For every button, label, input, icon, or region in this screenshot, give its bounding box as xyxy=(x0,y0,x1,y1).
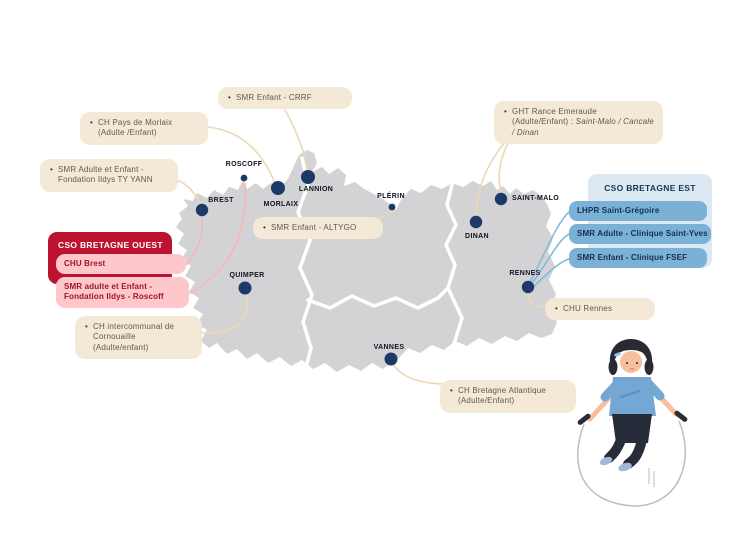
connector-ght-saintmalo xyxy=(498,140,510,194)
blue-connectors xyxy=(528,211,570,290)
city-dot-vannes xyxy=(384,352,398,366)
connector-chubrest-brest xyxy=(185,214,203,266)
panel-ouest-title: CSO BRETAGNE OUEST xyxy=(58,240,163,250)
city-dot-dinan xyxy=(469,215,483,229)
pill-smr-adulte-saint-yves: SMR Adulte - Clinique Saint-Yves xyxy=(569,224,711,244)
city-label-rennes: RENNES xyxy=(509,270,541,277)
city-dot-saintmalo xyxy=(494,192,508,206)
city-dot-rennes xyxy=(521,280,535,294)
connector-churennes-rennes xyxy=(527,291,546,308)
bullet-icon: • xyxy=(228,93,232,102)
callout-text: CH intercommunal de Cornouaille (Adulte/… xyxy=(93,322,175,352)
callout-text: SMR Adulte et Enfant - Fondation Ildys T… xyxy=(58,165,153,185)
pill-lhpr-saint-gregoire: LHPR Saint-Grégoire xyxy=(569,201,707,221)
connector-tyyann-brest xyxy=(176,179,201,205)
callout-chu-rennes: • CHU Rennes xyxy=(545,298,655,321)
connector-rennes-lhpr xyxy=(528,211,570,285)
city-label-vannes: VANNES xyxy=(373,344,405,351)
city-label-plerin: PLÉRIN xyxy=(377,193,405,200)
callout-ch-cornouaille: • CH intercommunal de Cornouaille (Adult… xyxy=(75,316,202,360)
callout-text: GHT Rance Emeraude (Adulte/Enfant) : Sai… xyxy=(512,107,654,138)
connector-ildys-roscoff xyxy=(189,182,247,294)
city-dot-plerin xyxy=(388,203,396,211)
callout-text: CH Pays de Morlaix (Adulte /Enfant) xyxy=(98,118,173,138)
callout-text-italic: Saint-Malo / Cancale / Dinan xyxy=(512,117,654,137)
connector-crrf-lannion xyxy=(284,109,309,172)
callout-ch-bretagne-atlantique: • CH Bretagne Atlantique (Adulte/Enfant) xyxy=(440,380,576,413)
city-dot-roscoff xyxy=(240,174,248,182)
panel-est-title: CSO BRETAGNE EST xyxy=(604,183,696,193)
city-label-dinan: DINAN xyxy=(465,233,489,240)
callout-text: SMR Enfant - ALTYGO xyxy=(271,223,357,232)
bullet-icon: • xyxy=(90,118,94,127)
pill-chu-brest: CHU Brest xyxy=(56,254,186,275)
pink-connectors xyxy=(185,182,247,294)
city-label-roscoff: ROSCOFF xyxy=(225,161,263,168)
bullet-icon: • xyxy=(50,165,54,174)
department-borders xyxy=(296,156,464,369)
city-label-quimper: QUIMPER xyxy=(229,272,265,279)
city-label-saintmalo: SAINT-MALO xyxy=(512,195,560,202)
bullet-icon: • xyxy=(555,304,559,313)
callout-text-normal: GHT Rance Emeraude (Adulte/Enfant) : xyxy=(512,107,597,127)
pill-smr-enfant-fsef: SMR Enfant - Clinique FSEF xyxy=(569,248,707,268)
connector-cornouaille-quimper xyxy=(201,292,248,334)
pill-smr-ildys-roscoff: SMR adulte et Enfant - Fondation Ildys -… xyxy=(56,277,189,308)
jumping-rope-illustration xyxy=(577,339,688,507)
city-label-morlaix: MORLAIX xyxy=(263,201,299,208)
bullet-icon: • xyxy=(85,322,89,331)
connector-altygo-plerin xyxy=(377,209,393,219)
city-dot-brest xyxy=(195,203,209,217)
bullet-icon: • xyxy=(263,223,267,232)
callout-ch-pays-de-morlaix: • CH Pays de Morlaix (Adulte /Enfant) xyxy=(80,112,208,145)
callout-text: CH Bretagne Atlantique (Adulte/Enfant) xyxy=(458,386,547,406)
connector-morlaix-box-dot xyxy=(207,126,276,184)
city-label-brest: BREST xyxy=(208,197,234,204)
connector-ght-dinan xyxy=(475,140,507,217)
callout-smr-ty-yann: • SMR Adulte et Enfant - Fondation Ildys… xyxy=(40,159,178,192)
callout-smr-enfant-altygo: • SMR Enfant - ALTYGO xyxy=(253,217,383,240)
callout-ght-rance-emeraude: • GHT Rance Emeraude (Adulte/Enfant) : S… xyxy=(494,101,663,145)
city-dot-morlaix xyxy=(271,181,285,195)
callout-smr-enfant-crrf: • SMR Enfant - CRRF xyxy=(218,87,352,110)
callout-text: CHU Rennes xyxy=(563,304,613,313)
bullet-icon: • xyxy=(504,107,508,116)
connector-rennes-saintyves xyxy=(529,233,570,287)
connector-rennes-fsef xyxy=(530,258,570,290)
city-dots xyxy=(195,170,535,366)
city-dot-lannion xyxy=(301,170,315,184)
callout-text: SMR Enfant - CRRF xyxy=(236,93,312,102)
bullet-icon: • xyxy=(450,386,454,395)
city-label-lannion: LANNION xyxy=(298,186,334,193)
city-dot-quimper xyxy=(238,281,252,295)
